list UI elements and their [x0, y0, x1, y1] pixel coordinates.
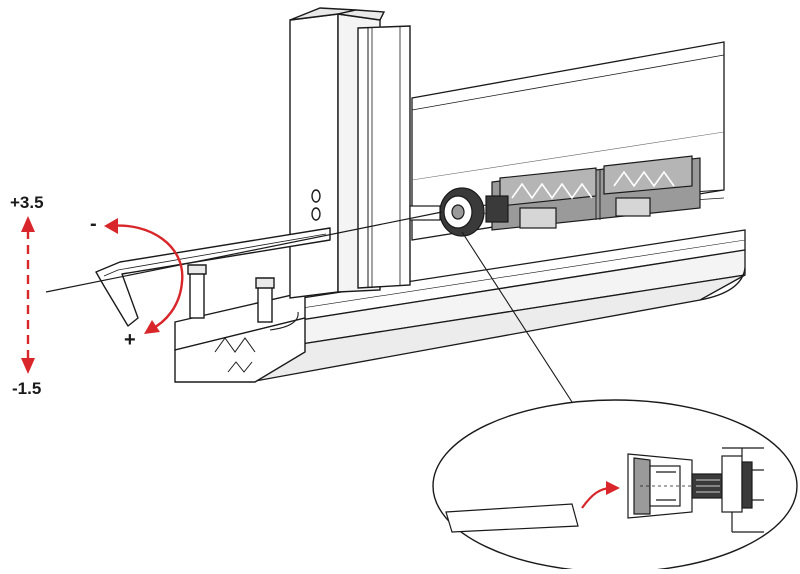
height-range-arrow-icon	[21, 216, 35, 374]
hex-key	[95, 227, 331, 327]
minus-direction-label: -	[90, 213, 97, 235]
plus-direction-label: +	[124, 329, 136, 351]
adjustment-axis	[45, 211, 443, 293]
rotation-arrow-icon	[104, 218, 184, 334]
detail-leader-line	[461, 231, 573, 403]
upper-limit-label: +3.5	[10, 193, 44, 212]
track-rail	[249, 189, 746, 383]
roller-carriage	[409, 155, 701, 237]
lower-limit-label: -1.5	[12, 379, 42, 398]
frame-profile	[174, 264, 306, 383]
vertical-mullion	[289, 7, 411, 299]
detail-callout	[432, 399, 798, 573]
